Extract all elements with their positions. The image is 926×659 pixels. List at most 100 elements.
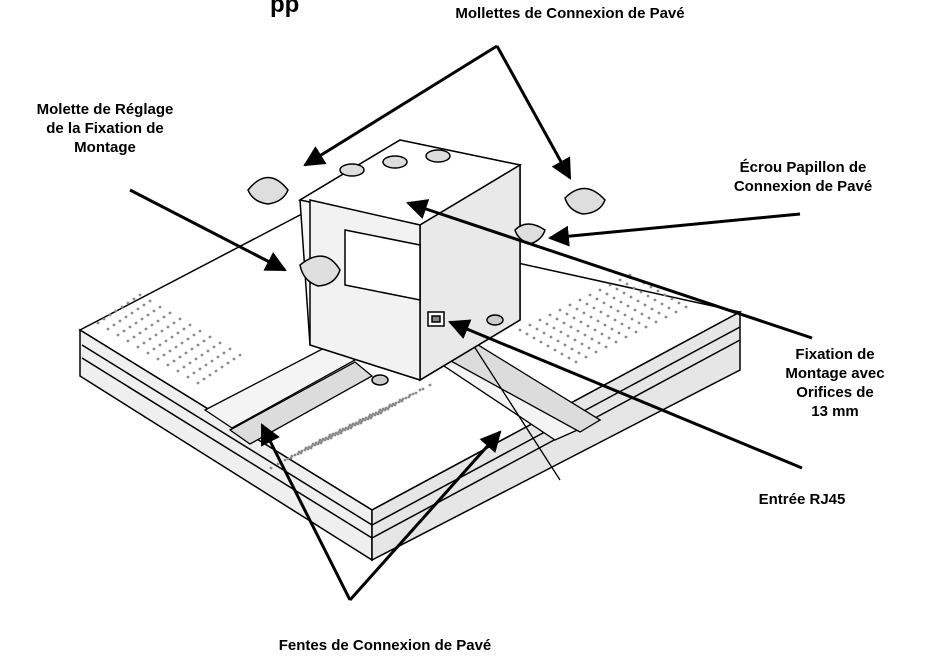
perforation-dot [136, 345, 140, 349]
perforation-dot [313, 443, 317, 447]
perforation-dot [643, 303, 647, 307]
perforation-dot [158, 305, 162, 309]
perforation-dot [176, 369, 180, 373]
perforation-dot [154, 333, 158, 337]
perforation-dot [138, 331, 142, 335]
perforation-dot [293, 453, 297, 457]
perforation-dot [188, 361, 192, 365]
perforation-dot [329, 436, 333, 440]
perforation-dot [563, 343, 567, 347]
perforation-dot [644, 325, 648, 329]
perforation-dot [114, 309, 118, 313]
perforation-dot [594, 350, 598, 354]
perforation-dot [558, 308, 562, 312]
perforation-dot [620, 322, 624, 326]
perforation-dot [200, 353, 204, 357]
perforation-dot [615, 287, 619, 291]
perforation-dot [306, 447, 310, 451]
mounting-bracket [297, 139, 523, 386]
perforation-dot [646, 294, 650, 298]
perforation-dot [126, 301, 130, 305]
perforation-dot [549, 335, 553, 339]
perforation-dot [568, 303, 572, 307]
perforation-dot [535, 327, 539, 331]
perforation-dot [411, 392, 415, 396]
perforation-dot [144, 327, 148, 331]
perforation-dot [667, 306, 671, 310]
perforation-dot [386, 407, 390, 411]
perforation-dot [170, 335, 174, 339]
perforation-dot [112, 323, 116, 327]
perforation-dot [178, 317, 182, 321]
perforation-dot [333, 433, 337, 437]
perforation-dot [216, 355, 220, 359]
perforation-dot [639, 290, 643, 294]
perforation-dot [596, 319, 600, 323]
perforation-dot [204, 363, 208, 367]
perforation-dot [148, 337, 152, 341]
perforation-dot [166, 325, 170, 329]
perforation-dot [518, 328, 522, 332]
perforation-dot [592, 306, 596, 310]
perforation-dot [202, 377, 206, 381]
perforation-dot [130, 311, 134, 315]
perforation-dot [168, 349, 172, 353]
perforation-dot [316, 442, 320, 446]
perforation-dot [162, 315, 166, 319]
perforation-dot [162, 353, 166, 357]
perforation-dot [349, 426, 353, 430]
perforation-dot [528, 323, 532, 327]
perforation-dot [598, 288, 602, 292]
perforation-dot [418, 388, 422, 392]
label-knobs: Mollettes de Connexion de Pavé [455, 5, 685, 22]
perforation-dot [607, 336, 611, 340]
perforation-dot [142, 303, 146, 307]
perforation-dot [156, 357, 160, 361]
perforation-dot [238, 353, 242, 357]
perforation-dot [565, 312, 569, 316]
perforation-dot [559, 330, 563, 334]
perforation-dot [156, 319, 160, 323]
perforation-dot [393, 403, 397, 407]
perforation-dot [359, 421, 363, 425]
perforation-dot [573, 338, 577, 342]
perforation-dot [548, 313, 552, 317]
perforation-dot [567, 356, 571, 360]
perforation-dot [552, 326, 556, 330]
perforation-dot [578, 298, 582, 302]
perforation-dot [595, 297, 599, 301]
perforation-dot [608, 283, 612, 287]
perforation-dot [654, 320, 658, 324]
perforation-dot [605, 292, 609, 296]
perforation-dot [577, 351, 581, 355]
perforation-dot [180, 341, 184, 345]
perforation-dot [226, 361, 230, 365]
perforation-dot [602, 301, 606, 305]
perforation-dot [617, 331, 621, 335]
perforation-dot [122, 329, 126, 333]
label-connection-slots: Fentes de Connexion de Pavé [278, 637, 492, 654]
perforation-dot [590, 337, 594, 341]
perforation-dot [196, 381, 200, 385]
perforation-dot [593, 328, 597, 332]
perforation-dot [407, 395, 411, 399]
perforation-dot [663, 293, 667, 297]
perforation-dot [604, 345, 608, 349]
perforation-dot [286, 457, 290, 461]
perforation-dot [584, 355, 588, 359]
perforation-dot [206, 349, 210, 353]
perforation-dot [553, 348, 557, 352]
perforation-dot [106, 327, 110, 331]
perforation-dot [637, 321, 641, 325]
perforation-dot [633, 308, 637, 312]
perforation-dot [580, 342, 584, 346]
perforation-dot [172, 359, 176, 363]
perforation-dot [194, 357, 198, 361]
perforation-dot [118, 319, 122, 323]
perforation-dot [597, 341, 601, 345]
perforation-dot [152, 347, 156, 351]
perforation-dot [632, 286, 636, 290]
perforation-dot [636, 299, 640, 303]
perforation-dot [376, 412, 380, 416]
perforation-dot [634, 330, 638, 334]
